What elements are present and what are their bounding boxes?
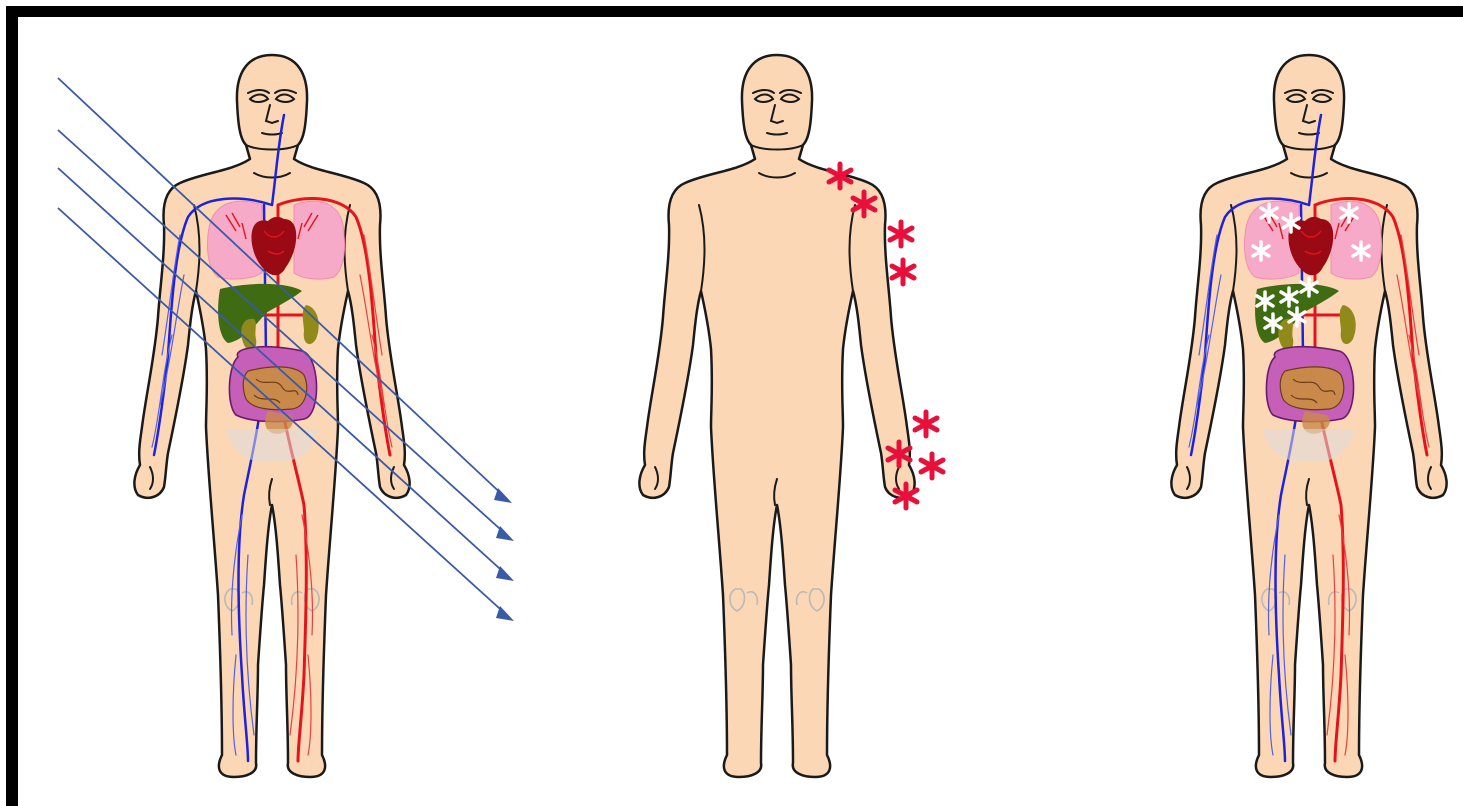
marker-asterisk (921, 454, 943, 478)
marker-asterisk (890, 222, 912, 246)
panel-irradiated-body (134, 55, 409, 777)
panel-skin-surface-body (639, 55, 914, 777)
body-outline (639, 55, 914, 777)
marker-asterisk (915, 412, 937, 436)
panel-affected-organs-body (1171, 55, 1446, 777)
marker-asterisk (892, 260, 914, 284)
